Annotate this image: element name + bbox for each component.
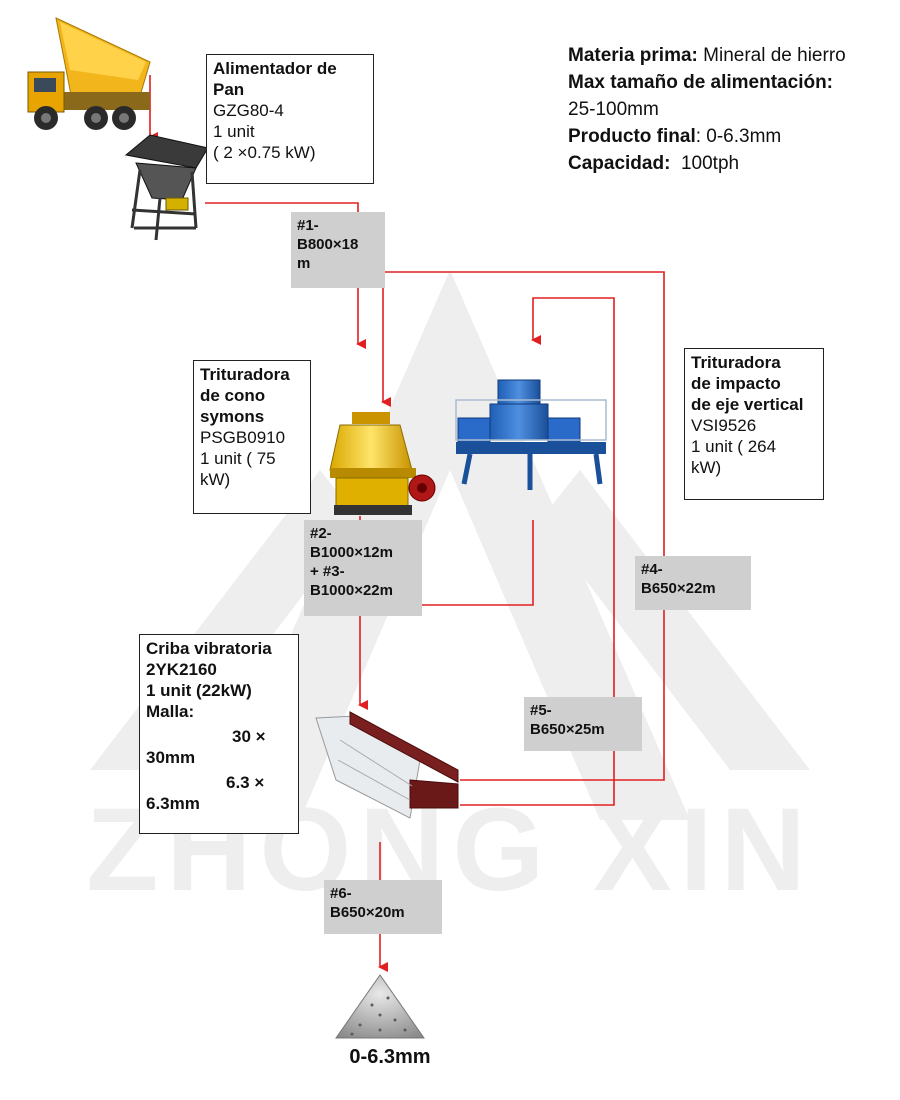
- screen-name: Criba vibratoria: [146, 639, 272, 658]
- belt-6-label: #6-B650×20m: [324, 880, 442, 934]
- belt-4-label: #4-B650×22m: [635, 556, 751, 610]
- flow-screen-to-vsi: [460, 297, 615, 806]
- feeder-model: GZG80-4: [213, 101, 284, 120]
- screen-mesh-1: 30 ×30mm: [146, 727, 266, 767]
- screen-mesh-2: 6.3 ×6.3mm: [146, 773, 265, 813]
- belt-2-3-label: #2-B1000×12m+ #3-B1000×22m: [304, 520, 422, 616]
- spec-final-product: Producto final: 0-6.3mm: [568, 126, 782, 147]
- vsi-crusher-illustration: [455, 379, 607, 490]
- spec-raw-material: Materia prima: Mineral de hierro: [568, 45, 846, 66]
- feeder-power: ( 2 ×0.75 kW): [213, 143, 316, 162]
- output-stockpile-illustration: [335, 974, 425, 1039]
- vibrating-screen-illustration: [315, 711, 459, 819]
- flow-feeder-to-cone: [205, 202, 366, 349]
- cone-crusher-illustration: [329, 412, 436, 515]
- watermark-right-wing: [540, 470, 810, 770]
- flow-screen-return-to-cone: [381, 271, 665, 781]
- screen-units: 1 unit (22kW): [146, 681, 252, 700]
- screen-model: 2YK2160: [146, 660, 217, 679]
- vibrating-screen-info-box: Criba vibratoria 2YK2160 1 unit (22kW) M…: [139, 634, 299, 834]
- cone-crusher-model: PSGB0910: [200, 428, 286, 447]
- output-product-label: 0-6.3mm: [349, 1046, 431, 1068]
- vsi-crusher-model: VSI9526: [691, 416, 757, 435]
- pan-feeder-illustration: [124, 134, 209, 241]
- dump-truck-illustration: [27, 17, 151, 130]
- spec-max-feed-value: 25-100mm: [568, 99, 659, 120]
- process-specs: Materia prima: Mineral de hierro Max tam…: [568, 42, 898, 177]
- spec-max-feed: Max tamaño de alimentación:: [568, 72, 834, 93]
- feeder-units: 1 unit: [213, 122, 255, 141]
- belt-5-label: #5-B650×25m: [524, 697, 642, 751]
- screen-mesh-label: Malla:: [146, 702, 195, 721]
- watermark-triangle: [210, 270, 690, 820]
- spec-capacity: Capacidad: 100tph: [568, 153, 740, 174]
